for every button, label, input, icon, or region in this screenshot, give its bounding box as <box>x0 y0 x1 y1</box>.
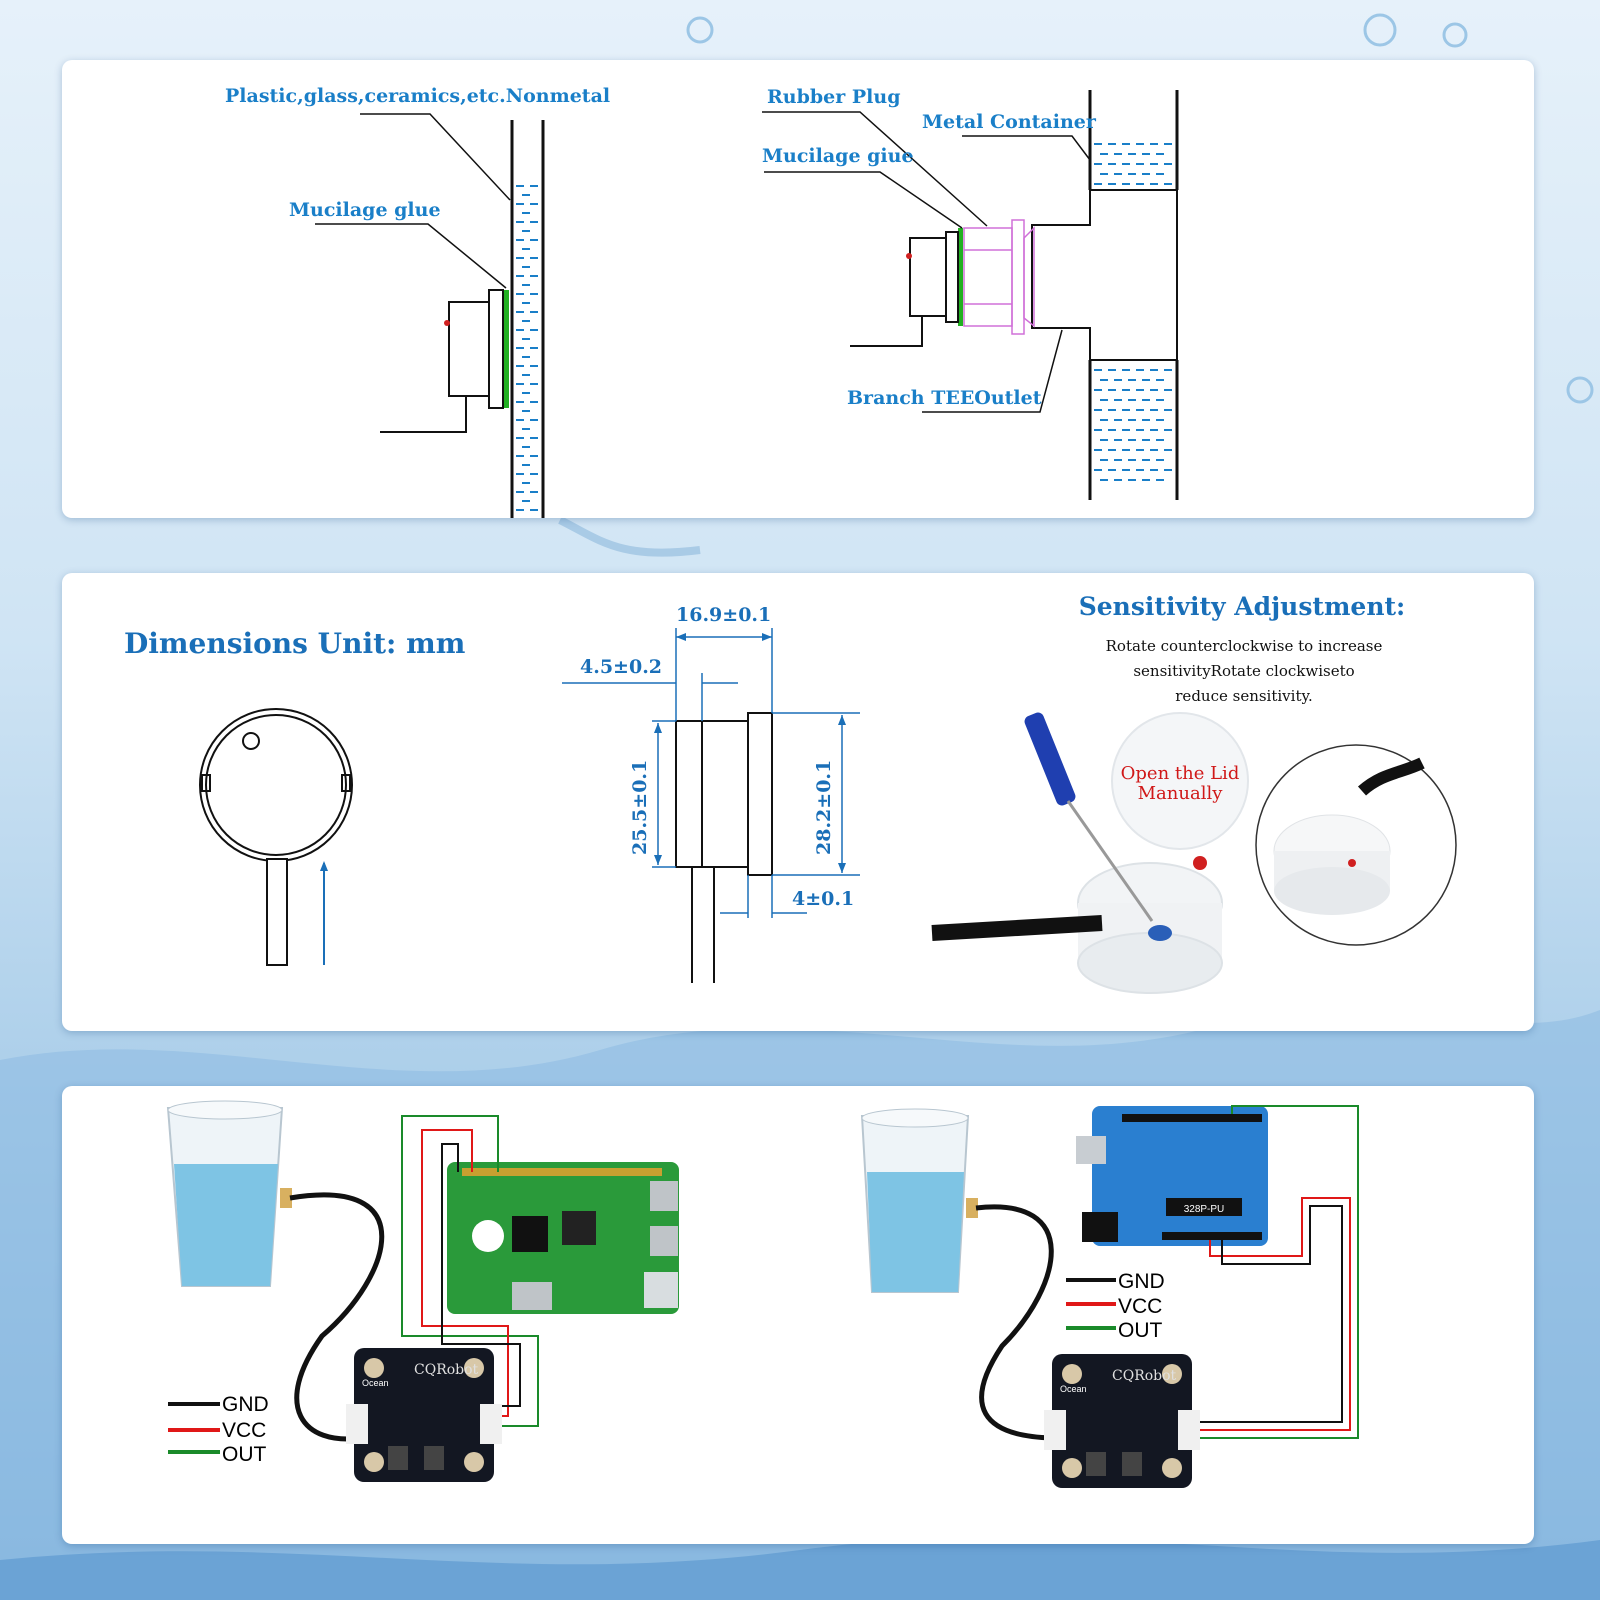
legend-gnd-right: GND <box>1118 1270 1165 1293</box>
sensitivity-line-1: Rotate counterclockwise to increase <box>1106 637 1383 655</box>
rubber-plug-label: Rubber Plug <box>767 86 901 108</box>
wire-legend-left: GND VCC OUT <box>168 1393 269 1466</box>
rubber-plug <box>963 219 1035 335</box>
dim-outer-height-label: 28.2±0.1 <box>813 760 835 855</box>
arduino-board <box>1076 1106 1268 1246</box>
pipe-liquid-dashes <box>1094 143 1172 481</box>
sensitivity-line-3: reduce sensitivity. <box>1175 687 1312 705</box>
legend-vcc-right: VCC <box>1118 1295 1162 1318</box>
board-tag-right: Ocean <box>1060 1384 1087 1394</box>
installation-panel: Plastic,glass,ceramics,etc.Nonmetal Muci… <box>62 60 1534 518</box>
nonmetal-wall <box>510 120 545 518</box>
sensor-lid-image <box>1111 712 1249 850</box>
liquid-dashes <box>516 185 538 511</box>
metal-container-label: Metal Container <box>922 111 1097 133</box>
sensor-top-view <box>199 708 353 966</box>
sensitivity-line-2: sensitivityRotate clockwiseto <box>1133 662 1354 680</box>
sensor-side-view <box>380 289 504 433</box>
board-brand-left: CQRobot <box>414 1362 479 1378</box>
water-glass-right <box>860 1108 978 1293</box>
metal-container-pipe <box>1031 90 1179 500</box>
mucilage-glue <box>503 290 509 408</box>
sensor-side-view-right <box>850 231 959 347</box>
legend-gnd-left: GND <box>222 1393 269 1416</box>
dim-lid-label: 4.5±0.2 <box>580 656 662 678</box>
glue-label-left: Mucilage glue <box>289 199 441 221</box>
legend-out-right: OUT <box>1118 1319 1163 1342</box>
legend-out-left: OUT <box>222 1443 267 1466</box>
mucilage-glue-right <box>958 228 963 326</box>
open-lid-line-2: Manually <box>1138 783 1224 804</box>
wires-right <box>1200 1105 1359 1439</box>
sensor-side-dimension-view <box>675 712 773 983</box>
dimensions-diagram: Dimensions Unit: mm <box>124 592 1457 994</box>
cqrobot-board-left <box>346 1348 502 1482</box>
board-tag-left: Ocean <box>362 1378 389 1388</box>
dimensions-panel: Dimensions Unit: mm <box>62 573 1534 1031</box>
wire-legend-right: GND VCC OUT <box>1066 1270 1165 1342</box>
sensor-cable-left <box>289 1192 385 1442</box>
open-lid-line-1: Open the Lid <box>1121 763 1240 784</box>
glue-label-right: Mucilage giue <box>762 145 914 167</box>
legend-vcc-left: VCC <box>222 1419 266 1442</box>
nonmetal-label: Plastic,glass,ceramics,etc.Nonmetal <box>225 85 610 107</box>
sensor-cable-right <box>975 1204 1054 1441</box>
screwdriver-icon <box>1024 712 1154 922</box>
water-glass-left <box>166 1100 292 1287</box>
dim-width-label: 16.9±0.1 <box>676 604 771 626</box>
branch-tee-label: Branch TEEOutlet <box>847 387 1042 409</box>
dim-inner-height-label: 25.5±0.1 <box>629 760 651 855</box>
sensitivity-title: Sensitivity Adjustment: <box>1079 592 1406 621</box>
wires-left <box>401 1115 539 1427</box>
raspberry-pi-board <box>447 1162 679 1314</box>
installation-diagram: Plastic,glass,ceramics,etc.Nonmetal Muci… <box>225 85 1179 518</box>
dimension-lines <box>562 628 860 918</box>
dimensions-title: Dimensions Unit: mm <box>124 627 465 660</box>
wiring-diagram: CQRobot Ocean GND VCC OUT 328P-P <box>166 1100 1359 1488</box>
open-sensor-image <box>931 856 1223 994</box>
chip-label: 328P-PU <box>1184 1204 1225 1215</box>
wiring-panel: CQRobot Ocean GND VCC OUT 328P-P <box>62 1086 1534 1544</box>
cqrobot-board-right <box>1044 1354 1200 1488</box>
dim-base-label: 4±0.1 <box>792 888 854 910</box>
closed-sensor-image <box>1255 744 1457 946</box>
board-brand-right: CQRobot <box>1112 1368 1177 1384</box>
